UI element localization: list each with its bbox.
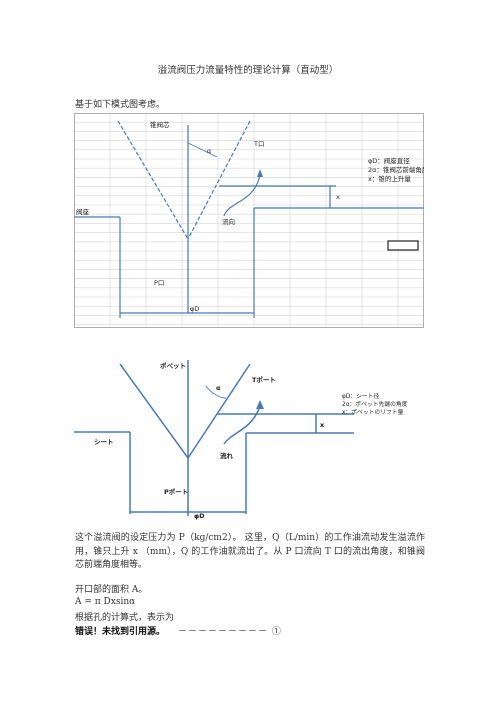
label-seat: 阀座 xyxy=(76,207,90,216)
legend-line-3: x：ポペットのリフト量 xyxy=(342,408,404,416)
legend-line-1: φD：阀座直径 xyxy=(368,156,410,165)
label-p-port: Pポート xyxy=(164,487,188,496)
alpha-arc xyxy=(205,385,227,399)
label-x: x xyxy=(320,421,325,429)
label-x: x xyxy=(336,193,340,201)
label-flow: 流向 xyxy=(222,217,235,226)
poppet-right-edge xyxy=(187,363,251,459)
calc-text: 根据孔的计算式，表示为 xyxy=(75,613,175,623)
area-formula: A = π Dxsinα xyxy=(75,597,136,607)
poppet-left-edge xyxy=(117,120,189,240)
figure-2-diagram: ポペット α Tポート シート 流れ Pポート φD x φD：シート径 2α：… xyxy=(74,360,408,520)
legend-line-1: φD：シート径 xyxy=(342,392,379,400)
label-flow: 流れ xyxy=(220,451,234,460)
label-seat: シート xyxy=(94,438,114,446)
label-poppet: 锥阀芯 xyxy=(150,120,170,129)
description-paragraph: 这个溢流阀的设定压力为 P（kg/cm2）。 这里，Q（L/min）的工作油流动… xyxy=(75,533,425,570)
area-heading: 开口部的面积 A。 xyxy=(75,585,148,595)
alpha-leader xyxy=(187,142,218,158)
legend-line-2: 2α：锥阀芯前端角度 xyxy=(368,165,424,174)
poppet-left-edge xyxy=(119,363,189,459)
equation-marker: －－－－－－－－－ ① xyxy=(178,627,282,637)
label-p-port: P口 xyxy=(154,279,164,287)
flow-arrowhead xyxy=(257,169,263,177)
figure-1-border xyxy=(74,113,424,328)
poppet-right-edge xyxy=(187,120,251,240)
legend-line-3: x：锥的上升量 xyxy=(368,174,411,183)
page-title: 溢流阀压力流量特性的理论计算（直动型） xyxy=(157,65,339,76)
figure-1-spreadsheet-diagram: 锥阀芯 α T口 阀座 流向 P口 φD x φD：阀座直径 2α：锥阀芯前端角… xyxy=(74,113,424,328)
label-diameter: φD xyxy=(190,305,199,313)
label-t-port: T口 xyxy=(253,140,264,148)
selected-cell xyxy=(387,240,419,251)
flow-arrow xyxy=(223,174,261,217)
label-diameter: φD xyxy=(194,512,205,520)
flow-arrow xyxy=(223,405,261,445)
label-t-port: Tポート xyxy=(252,375,276,384)
intro-text: 基于如下模式图考虑。 xyxy=(75,100,166,110)
flow-arrowhead xyxy=(256,400,264,409)
label-alpha: α xyxy=(216,384,221,392)
label-poppet: ポペット xyxy=(160,361,186,370)
grid-lines xyxy=(74,113,424,328)
label-alpha: α xyxy=(207,147,211,155)
error-reference: 错误！未找到引用源。 xyxy=(75,627,166,637)
legend-line-2: 2α：ポペット先端の角度 xyxy=(342,400,408,408)
